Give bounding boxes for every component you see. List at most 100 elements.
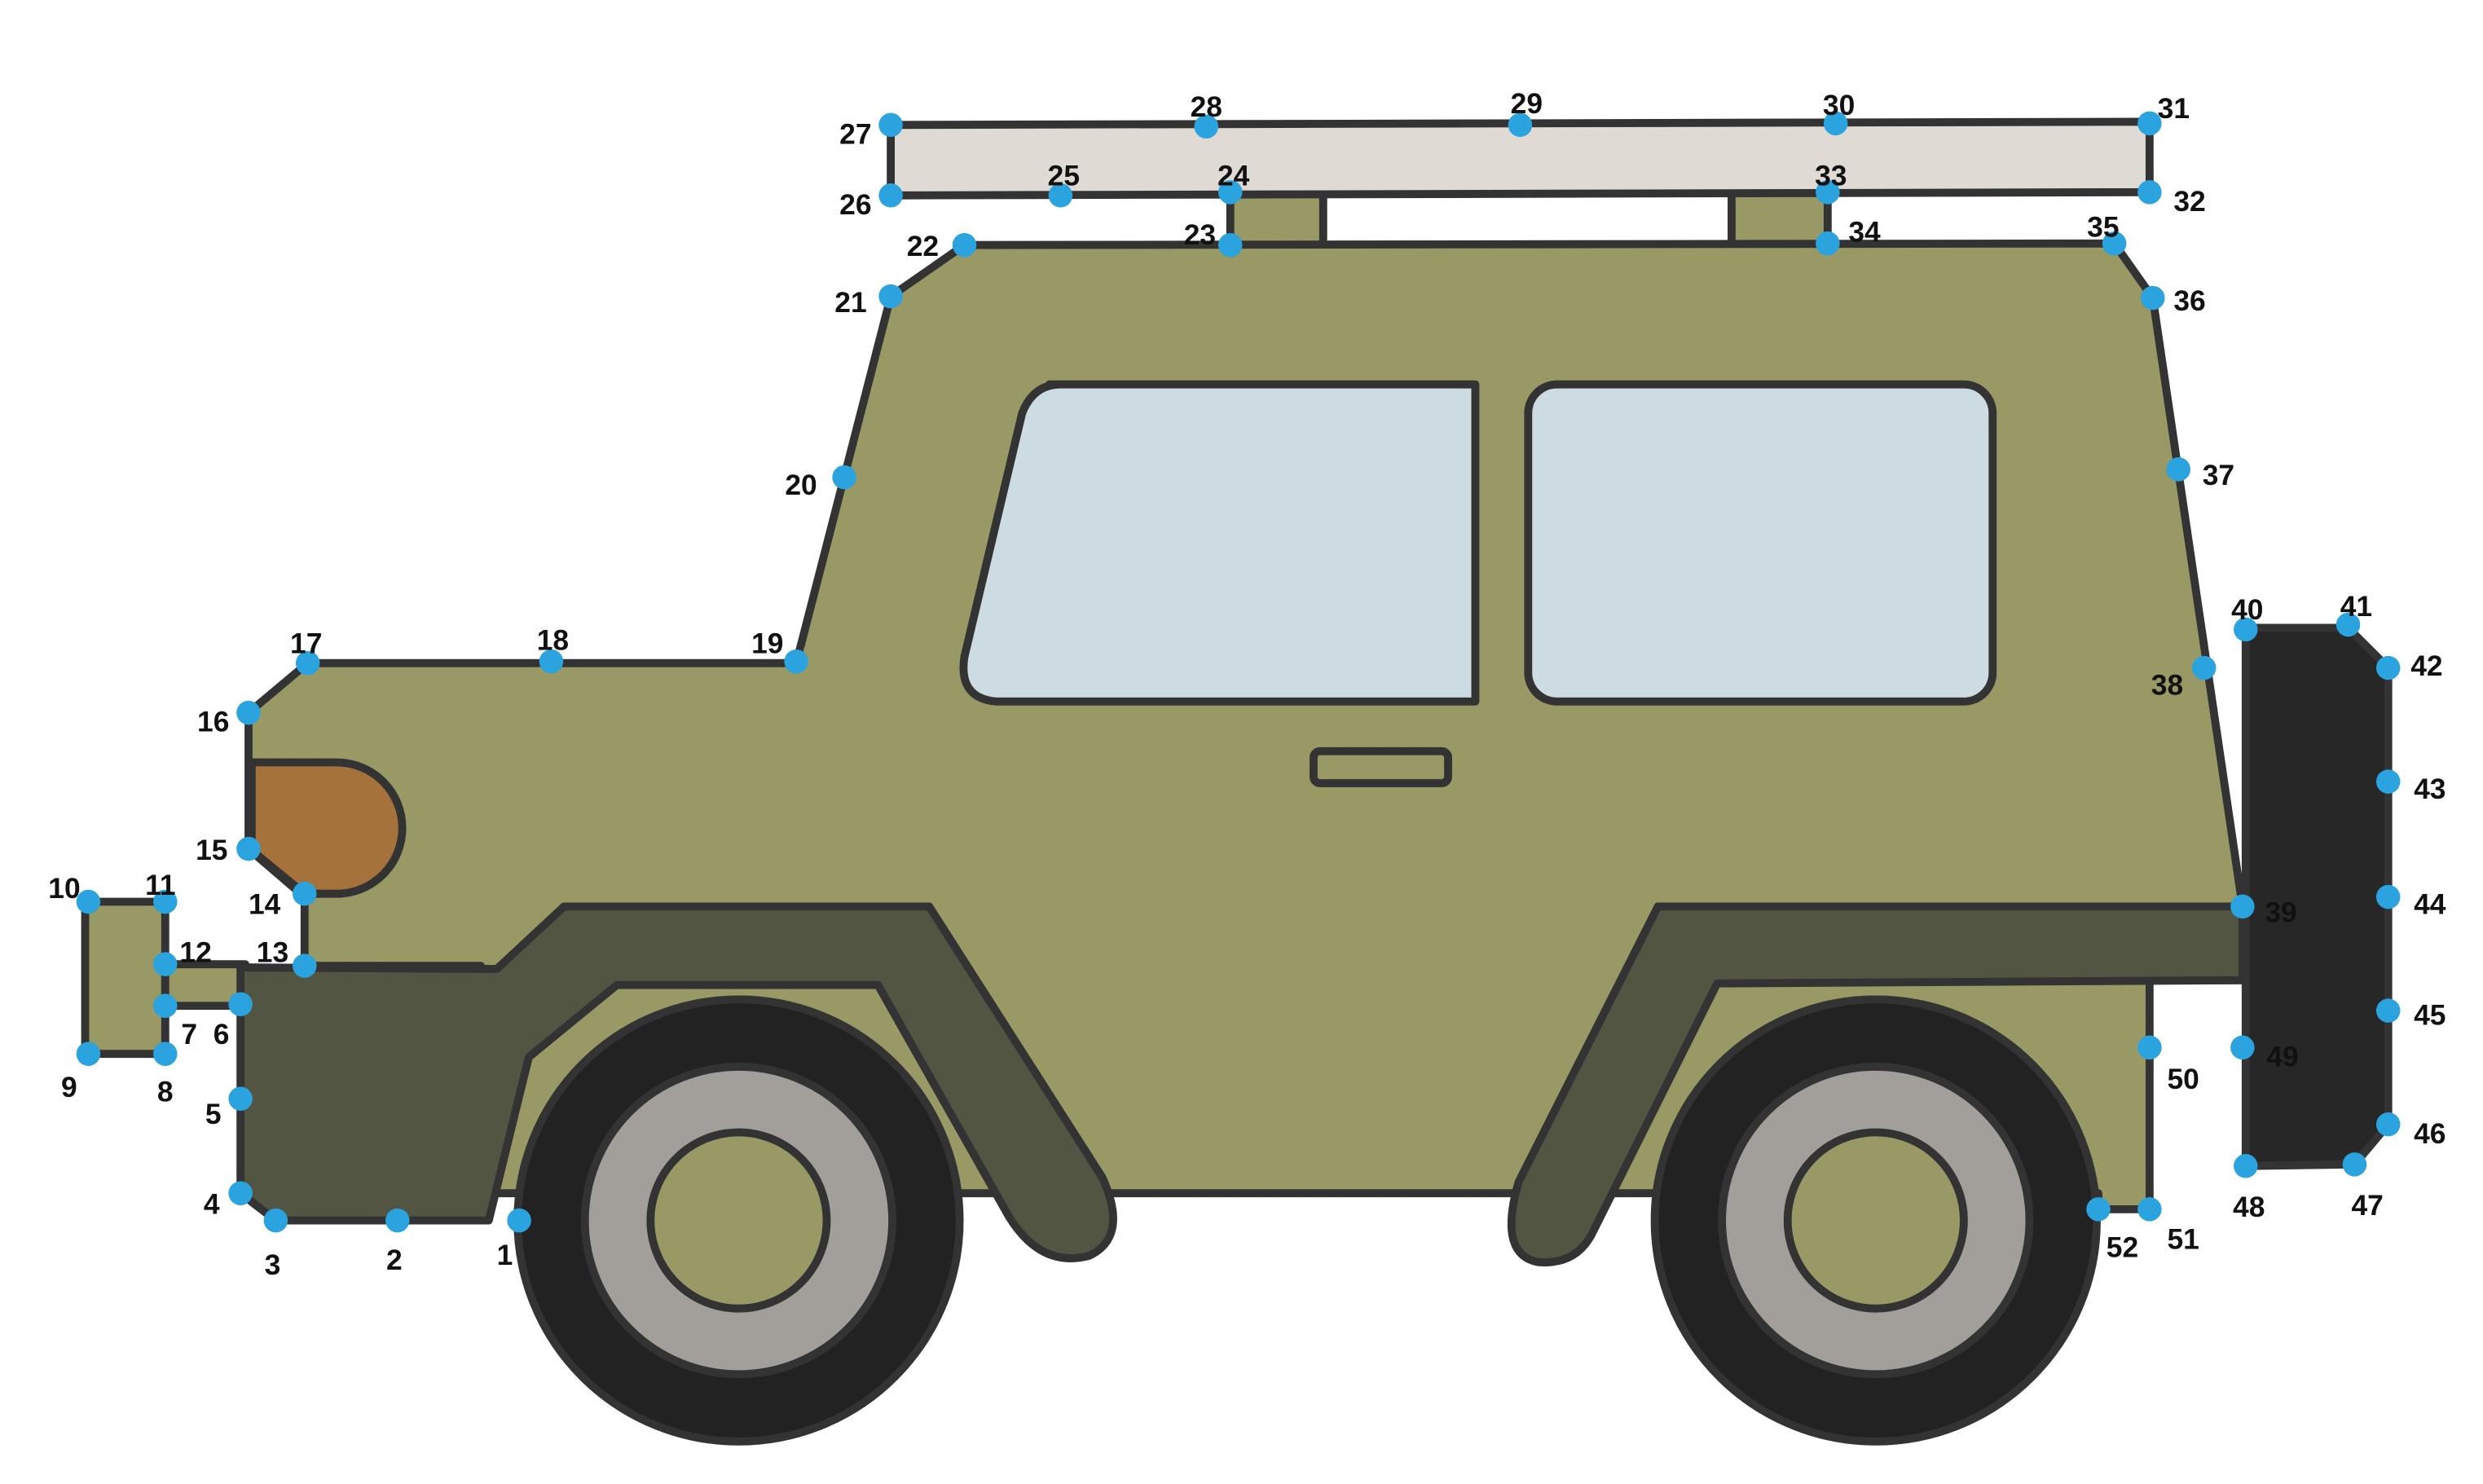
dot-number-label: 16 <box>197 707 229 738</box>
dot-number-label: 8 <box>157 1077 174 1108</box>
dot-40: 40 <box>2231 594 2263 642</box>
dot-39: 39 <box>2230 894 2297 929</box>
dot-42: 42 <box>2375 650 2443 682</box>
dot-4: 4 <box>204 1181 253 1220</box>
dot-marker <box>1194 114 1219 139</box>
dot-marker <box>293 953 317 978</box>
dot-number-label: 25 <box>1048 160 1080 192</box>
dot-1: 1 <box>497 1208 531 1271</box>
dot-marker <box>2336 612 2361 637</box>
dot-44: 44 <box>2375 884 2446 921</box>
dot-marker <box>2234 1154 2258 1178</box>
dot-marker <box>1048 183 1073 208</box>
dot-number-label: 27 <box>839 118 871 150</box>
dot-number-label: 22 <box>907 231 939 262</box>
dot-number-label: 51 <box>2167 1224 2199 1256</box>
dot-number-label: 35 <box>2087 211 2119 243</box>
dot-number-label: 43 <box>2414 773 2446 805</box>
dot-number-label: 34 <box>1848 216 1881 248</box>
dot-number-label: 9 <box>61 1072 77 1103</box>
dot-number-label: 13 <box>257 937 288 969</box>
dot-number-label: 1 <box>497 1240 513 1271</box>
dot-number-label: 12 <box>179 937 211 969</box>
dot-32: 32 <box>2137 180 2206 218</box>
dot-number-label: 15 <box>196 834 227 866</box>
dot-marker <box>385 1208 410 1233</box>
dot-number-label: 6 <box>214 1019 230 1050</box>
dot-45: 45 <box>2375 998 2446 1031</box>
dot-number-label: 48 <box>2233 1191 2265 1223</box>
dot-52: 52 <box>2086 1197 2138 1263</box>
dot-marker <box>1218 180 1243 205</box>
dot-22: 22 <box>907 231 977 262</box>
dot-number-label: 17 <box>290 628 322 659</box>
dot-marker <box>236 836 261 861</box>
dot-marker <box>1816 231 1840 256</box>
dot-marker <box>1816 180 1840 205</box>
dot-number-label: 39 <box>2265 897 2296 929</box>
dot-number-label: 20 <box>785 469 817 501</box>
dot-marker <box>507 1208 531 1233</box>
dot-16: 16 <box>197 700 261 738</box>
dot-marker <box>2375 998 2401 1023</box>
dot-marker <box>2234 617 2258 642</box>
front-bumper-block <box>81 897 169 1059</box>
dot-marker <box>1218 232 1243 258</box>
dot-15: 15 <box>196 834 261 866</box>
dot-marker <box>76 1041 101 1066</box>
dot-37: 37 <box>2166 457 2234 491</box>
dot-24: 24 <box>1217 160 1250 205</box>
dot-number-label: 41 <box>2340 591 2372 623</box>
dot-number-label: 38 <box>2151 669 2183 701</box>
dot-30: 30 <box>1823 90 1855 136</box>
dot-14: 14 <box>249 881 317 921</box>
dot-number-label: 42 <box>2410 650 2442 682</box>
dot-number-label: 24 <box>1217 160 1250 192</box>
dot-marker <box>236 700 261 725</box>
dot-10: 10 <box>48 873 101 914</box>
dot-number-label: 28 <box>1191 91 1222 123</box>
dot-13: 13 <box>257 937 317 978</box>
dot-marker <box>2375 769 2401 794</box>
dot-marker <box>2230 1035 2255 1060</box>
dot-number-label: 11 <box>145 870 175 901</box>
dot-marker <box>2137 180 2162 205</box>
dot-marker <box>878 284 903 309</box>
dot-2: 2 <box>385 1208 410 1276</box>
dot-marker <box>295 650 320 676</box>
dot-36: 36 <box>2141 285 2206 317</box>
dot-number-label: 5 <box>205 1099 222 1130</box>
dot-marker <box>1508 112 1533 138</box>
dot-marker <box>878 183 903 208</box>
dot-number-label: 26 <box>839 189 871 221</box>
dot-33: 33 <box>1815 160 1847 205</box>
rear-wheel <box>1650 995 2101 1446</box>
dot-number-label: 30 <box>1823 90 1855 121</box>
dot-50: 50 <box>2137 1035 2199 1095</box>
roof-rack-post-rear <box>1727 185 1832 251</box>
front-window <box>959 380 1480 706</box>
dot-number-label: 31 <box>2158 93 2190 125</box>
dot-marker <box>2375 655 2401 680</box>
dot-marker <box>2191 655 2217 680</box>
dot-marker <box>2137 111 2162 136</box>
dot-number-label: 46 <box>2414 1118 2446 1150</box>
dot-marker <box>784 649 808 674</box>
dot-7: 7 <box>153 993 197 1050</box>
dot-number-label: 18 <box>537 624 569 656</box>
rear-window <box>1524 380 1997 706</box>
dot-marker <box>2342 1152 2367 1177</box>
dot-marker <box>228 1181 253 1205</box>
dot-number-label: 49 <box>2266 1041 2298 1072</box>
dot-48: 48 <box>2233 1154 2265 1223</box>
dot-34: 34 <box>1816 216 1881 256</box>
dot-marker <box>2141 285 2165 310</box>
dot-3: 3 <box>263 1208 288 1281</box>
dot-marker <box>153 889 178 914</box>
dot-marker <box>153 993 178 1018</box>
dot-17: 17 <box>290 628 322 676</box>
dot-31: 31 <box>2137 93 2190 136</box>
dot-18: 18 <box>537 624 569 674</box>
